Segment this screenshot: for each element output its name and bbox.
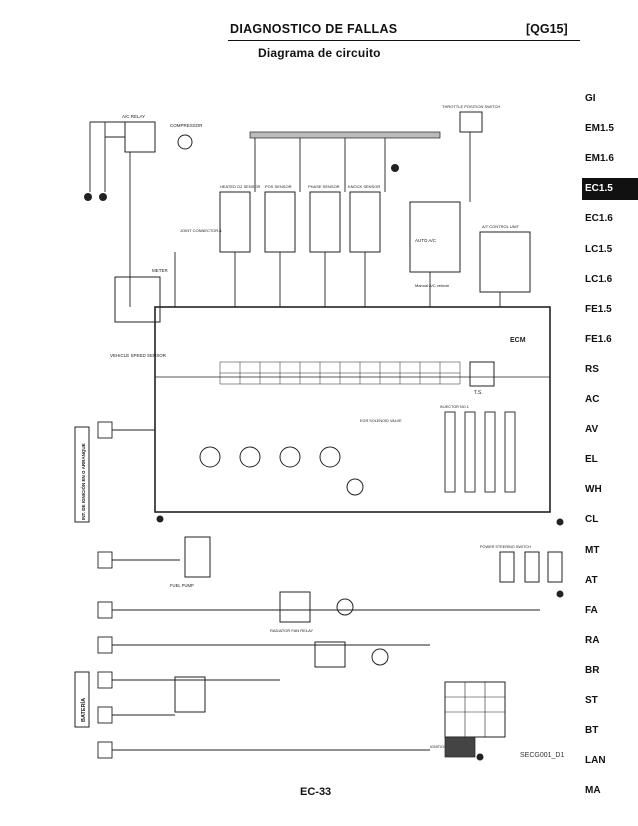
section-tab-av[interactable]: AV	[585, 424, 599, 436]
section-tab-fa[interactable]: FA	[585, 604, 598, 616]
ac-control-unit	[409, 201, 461, 273]
section-tab-at[interactable]: AT	[585, 574, 598, 586]
injector-boxes	[444, 411, 516, 493]
joint-connector-bar	[249, 131, 441, 139]
svg-text:INJECTOR NO.1: INJECTOR NO.1	[440, 405, 469, 409]
page-subtitle: Diagrama de circuito	[258, 46, 381, 60]
section-tab-em16[interactable]: EM1.6	[585, 153, 614, 165]
radiator-fan-relay	[279, 591, 311, 623]
svg-text:Manual A/C vehicle: Manual A/C vehicle	[415, 283, 450, 288]
svg-text:EGR SOLENOID VALVE: EGR SOLENOID VALVE	[360, 419, 402, 423]
svg-text:PHASE SENSOR: PHASE SENSOR	[308, 184, 340, 189]
svg-text:KNOCK SENSOR: KNOCK SENSOR	[348, 184, 380, 189]
svg-text:HEATED O2 SENSOR: HEATED O2 SENSOR	[220, 184, 260, 189]
fuse-column	[97, 421, 540, 759]
svg-text:A/T CONTROL UNIT: A/T CONTROL UNIT	[482, 224, 520, 229]
section-tab-ra[interactable]: RA	[585, 634, 600, 646]
ignition-block	[444, 736, 476, 758]
ac-relay	[124, 121, 156, 153]
section-tab-el[interactable]: EL	[585, 454, 598, 466]
section-tab-ec15[interactable]: EC1.5	[582, 178, 638, 201]
left-bus-lines	[89, 121, 501, 307]
at-control-unit	[479, 231, 531, 293]
pos-sensor	[264, 191, 296, 253]
svg-text:FUEL PUMP: FUEL PUMP	[170, 583, 194, 588]
ts-label: T.S.	[474, 390, 483, 396]
ts-box	[469, 361, 495, 387]
header-divider	[228, 40, 580, 41]
inhibitor-switch	[547, 551, 563, 583]
neutral-switch	[524, 551, 540, 583]
svg-text:POWER STEERING SWITCH: POWER STEERING SWITCH	[480, 545, 531, 549]
section-tab-rs[interactable]: RS	[585, 363, 599, 375]
model-code: [QG15]	[526, 22, 568, 36]
section-tab-em15[interactable]: EM1.5	[585, 123, 614, 135]
ecm-connector-grid	[219, 361, 461, 385]
section-tab-lan[interactable]: LAN	[585, 755, 606, 767]
fuel-pump-relay	[184, 536, 211, 578]
battery-label: BATERÍA	[79, 698, 87, 722]
svg-text:VEHICLE SPEED SENSOR: VEHICLE SPEED SENSOR	[110, 353, 167, 358]
svg-text:RADIATOR FAN RELAY: RADIATOR FAN RELAY	[270, 628, 313, 633]
section-tab-lc16[interactable]: LC1.6	[585, 273, 613, 285]
battery-box	[74, 671, 90, 728]
section-tab-mt[interactable]: MT	[585, 544, 600, 556]
compressor-symbol	[177, 134, 193, 150]
svg-text:THROTTLE POSITION SWITCH: THROTTLE POSITION SWITCH	[442, 104, 500, 109]
section-tab-wh[interactable]: WH	[585, 484, 602, 496]
svg-text:A/C RELAY: A/C RELAY	[122, 114, 145, 119]
ignition-switch-matrix	[444, 681, 506, 738]
section-tab-ec16[interactable]: EC1.6	[585, 213, 613, 225]
page-title: DIAGNOSTICO DE FALLAS	[230, 22, 398, 36]
section-tab-gi[interactable]: GI	[585, 93, 596, 104]
knock-sensor	[349, 191, 381, 253]
section-tab-br[interactable]: BR	[585, 664, 600, 676]
power-steering-switch	[499, 551, 515, 583]
fan-relay-2	[314, 641, 346, 668]
meter-box	[114, 276, 161, 323]
throttle-position-switch	[459, 111, 483, 133]
ecm-label: ECM	[510, 337, 526, 344]
page-number: EC-33	[300, 786, 332, 798]
section-tab-ma[interactable]: MA	[585, 785, 601, 797]
section-tab-cl[interactable]: CL	[585, 514, 599, 526]
ignition-box	[74, 426, 90, 523]
diagram-code: SECG001_D1	[520, 752, 565, 759]
heated-o2-sensor	[219, 191, 251, 253]
svg-text:COMPRESSOR: COMPRESSOR	[170, 123, 203, 128]
ignition-coils	[199, 446, 364, 496]
section-tab-bt[interactable]: BT	[585, 725, 599, 737]
svg-text:AUTO A/C: AUTO A/C	[415, 238, 437, 243]
svg-text:POS SENSOR: POS SENSOR	[265, 184, 292, 189]
relay-block-left	[174, 676, 206, 713]
svg-text:METER: METER	[152, 268, 169, 273]
section-tab-fe16[interactable]: FE1.6	[585, 333, 612, 345]
section-tab-st[interactable]: ST	[585, 695, 598, 706]
circuit-diagram: T.S. ECM A/C RELAY COMPRESSOR HEATED O2 …	[70, 82, 570, 772]
ecm-block	[154, 306, 551, 513]
ignition-label: INT. DE IGNICIÓN EN O ARRANQUE	[79, 443, 86, 520]
svg-text:JOINT CONNECTOR-1: JOINT CONNECTOR-1	[180, 228, 223, 233]
radiator-fan-motor	[336, 598, 354, 616]
radiator-fan-motor-2	[371, 648, 389, 666]
phase-sensor	[309, 191, 341, 253]
section-tab-lc15[interactable]: LC1.5	[585, 243, 613, 255]
section-tab-fe15[interactable]: FE1.5	[585, 303, 612, 315]
section-tab-ac[interactable]: AC	[585, 394, 600, 405]
ground-symbols	[84, 164, 564, 761]
